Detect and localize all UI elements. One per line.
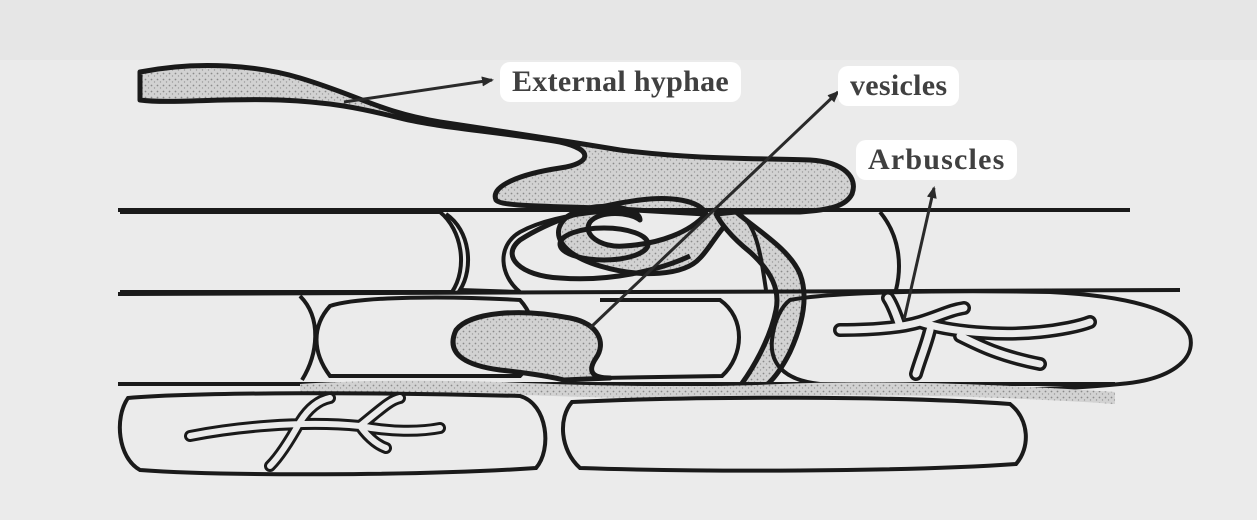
label-arbuscles: Arbuscles — [856, 140, 1017, 180]
paper-haze — [0, 0, 1257, 60]
label-external-hyphae: External hyphae — [500, 62, 741, 102]
label-vesicles: vesicles — [838, 66, 959, 106]
